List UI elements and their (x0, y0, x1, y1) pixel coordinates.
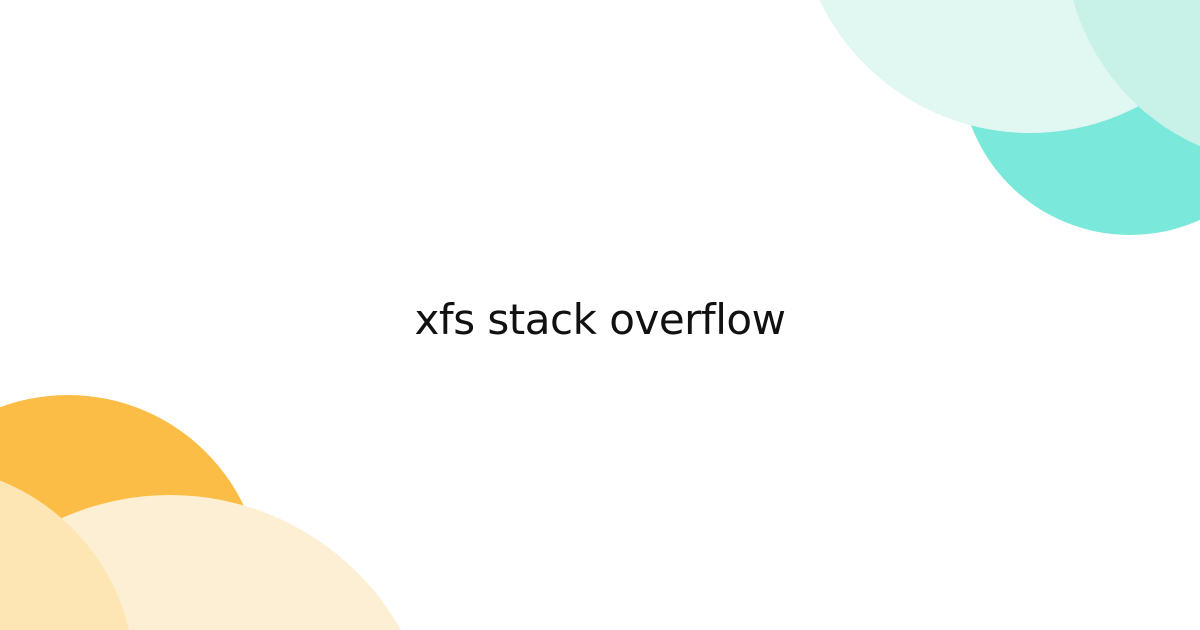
page-title: xfs stack overflow (414, 295, 786, 344)
